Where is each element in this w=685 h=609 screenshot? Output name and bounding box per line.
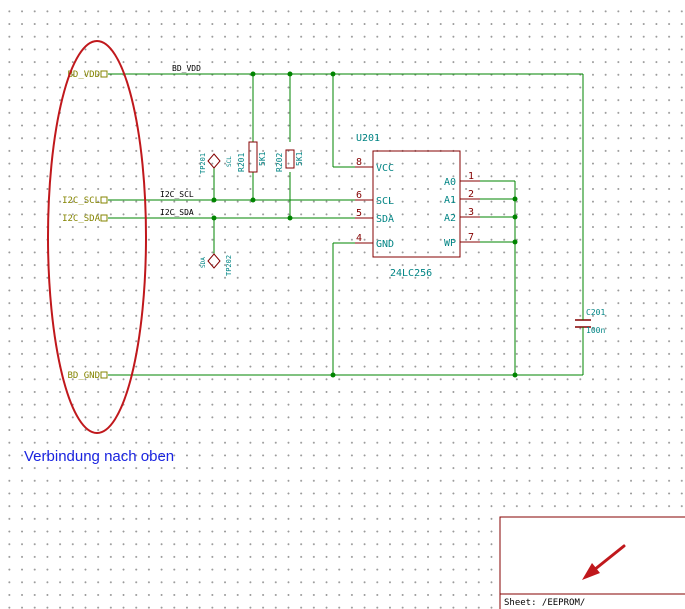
title-block: Sheet: /EEPROM/ — [499, 516, 685, 609]
global-label-gnd-text: BD_GND — [67, 371, 100, 381]
ic-pin-a2-name: A2 — [444, 213, 456, 224]
global-label-vdd[interactable]: BD_VDD — [67, 70, 108, 80]
global-label-sda[interactable]: I2C_SDA — [62, 214, 108, 224]
testpoint-tp202-ref: TP202 — [225, 255, 233, 276]
testpoint-tp202[interactable]: SDA TP202 — [200, 253, 233, 276]
ic-pin-wp-name: WP — [444, 238, 456, 249]
resistor-r202-value: 5K1 — [295, 151, 304, 166]
capacitor-c201-value: 100n — [586, 326, 605, 335]
global-label-vdd-text: BD_VDD — [67, 70, 100, 80]
ic-pin-vcc-name: VCC — [376, 163, 394, 174]
ic-pin-1-number: 1 — [468, 171, 474, 182]
ic-pin-8-number: 8 — [356, 157, 362, 168]
resistor-r201[interactable]: R201 5K1 — [237, 141, 267, 173]
junctions — [211, 71, 518, 378]
highlight-ellipse — [47, 40, 147, 434]
ic-pin-a0-name: A0 — [444, 177, 456, 188]
global-label-gnd[interactable]: BD_GND — [67, 371, 108, 381]
testpoint-tp201-ref: TP201 — [199, 153, 207, 174]
capacitor-c201[interactable]: C201 100n — [575, 308, 605, 335]
net-label-scl: I2C_SCL — [160, 190, 194, 199]
ic-pin-3-number: 3 — [468, 207, 474, 218]
resistor-r202-ref: R202 — [275, 153, 284, 172]
wires — [108, 73, 584, 376]
net-label-sda: I2C_SDA — [160, 208, 194, 217]
ic-pin-7-number: 7 — [468, 232, 474, 243]
global-label-sda-text: I2C_SDA — [62, 214, 101, 224]
ic-pin-a1-name: A1 — [444, 195, 456, 206]
annotation-text: Verbindung nach oben — [24, 448, 175, 465]
testpoint-tp202-value: SDA — [200, 257, 207, 268]
net-label-vdd: BD_VDD — [172, 64, 201, 73]
ic-ref: U201 — [356, 133, 380, 144]
sheet-name: Sheet: /EEPROM/ — [504, 598, 585, 608]
testpoint-tp201[interactable]: TP201 SCL — [199, 153, 233, 174]
testpoint-tp201-value: SCL — [226, 156, 233, 167]
resistor-r202[interactable]: R202 5K1 — [275, 149, 304, 172]
global-label-scl-text: I2C_SCL — [62, 196, 100, 206]
ic-pin-4-number: 4 — [356, 233, 362, 244]
global-label-scl[interactable]: I2C_SCL — [62, 196, 108, 206]
ic-u201[interactable]: U201 24LC256 8 6 5 4 1 2 3 7 VCC SCL SDA… — [355, 133, 480, 279]
ic-value: 24LC256 — [390, 268, 432, 279]
ic-pin-5-number: 5 — [356, 208, 362, 219]
ic-pin-sda-name: SDA — [376, 214, 394, 225]
ic-pin-2-number: 2 — [468, 189, 474, 200]
ic-pin-gnd-name: GND — [376, 239, 394, 250]
resistor-r201-value: 5K1 — [258, 151, 267, 166]
ic-pin-scl-name: SCL — [376, 196, 394, 207]
capacitor-c201-ref: C201 — [586, 308, 605, 317]
ic-pin-6-number: 6 — [356, 190, 362, 201]
pointer-arrow-icon — [582, 544, 626, 580]
resistor-r201-ref: R201 — [237, 153, 246, 172]
